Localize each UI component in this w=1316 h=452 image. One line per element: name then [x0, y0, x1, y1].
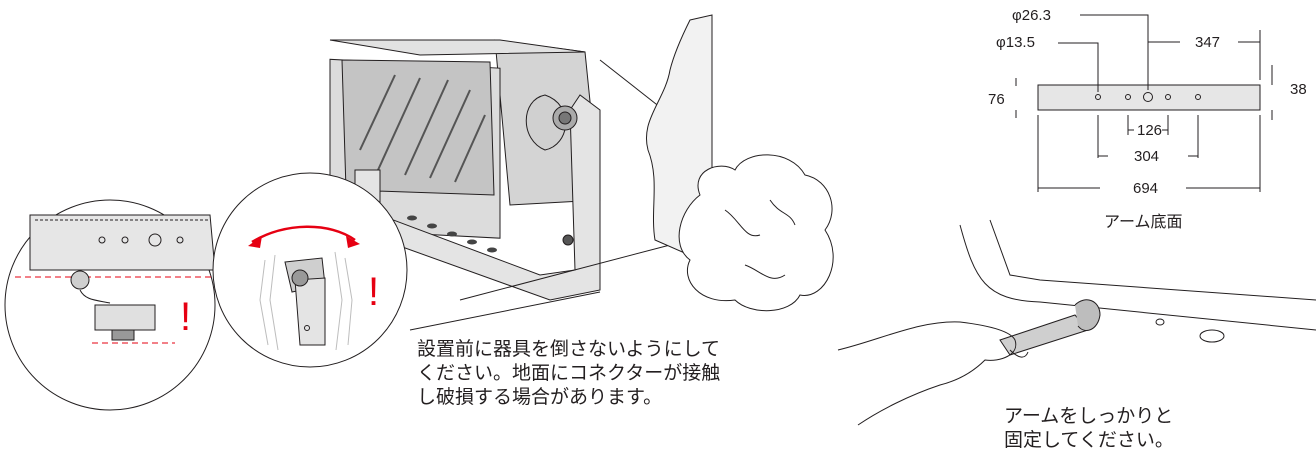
- warning-note-line: ください。地面にコネクターが接触: [417, 362, 721, 384]
- dim-large-hole: φ26.3: [1012, 7, 1051, 24]
- arm-caption: アーム底面: [1104, 212, 1183, 231]
- dim-inner-spacing: 126: [1137, 122, 1162, 139]
- dim-height: 76: [988, 91, 1005, 108]
- dim-outer-spacing: 304: [1134, 148, 1159, 165]
- dim-edge-to-center: 347: [1195, 34, 1220, 51]
- wall-and-bush: [646, 14, 834, 312]
- dim-small-hole: φ13.5: [996, 34, 1035, 51]
- tilt-detail-circle: [212, 172, 408, 368]
- wrench-illustration: [837, 219, 1316, 426]
- dim-total-length: 694: [1133, 180, 1158, 197]
- wrench-note-line: 固定してください。: [1004, 429, 1174, 451]
- arm-bottom-diagram: [1015, 14, 1273, 192]
- connector-detail-circle: [4, 199, 216, 411]
- floodlight-fixture: [249, 39, 671, 331]
- warning-note-line: し破損する場合があります。: [417, 386, 663, 408]
- warning-note-line: 設置前に器具を倒さないようにして: [417, 338, 721, 360]
- wrench-note: アームをしっかりと 固定してください。: [1004, 404, 1174, 452]
- wrench-note-line: アームをしっかりと: [1004, 405, 1174, 427]
- dim-hole-offset: 38: [1290, 81, 1307, 98]
- warning-mark-left: !: [180, 295, 191, 339]
- warning-note: 設置前に器具を倒さないようにして ください。地面にコネクターが接触 し破損する場…: [417, 337, 720, 409]
- warning-mark-middle: !: [368, 270, 379, 314]
